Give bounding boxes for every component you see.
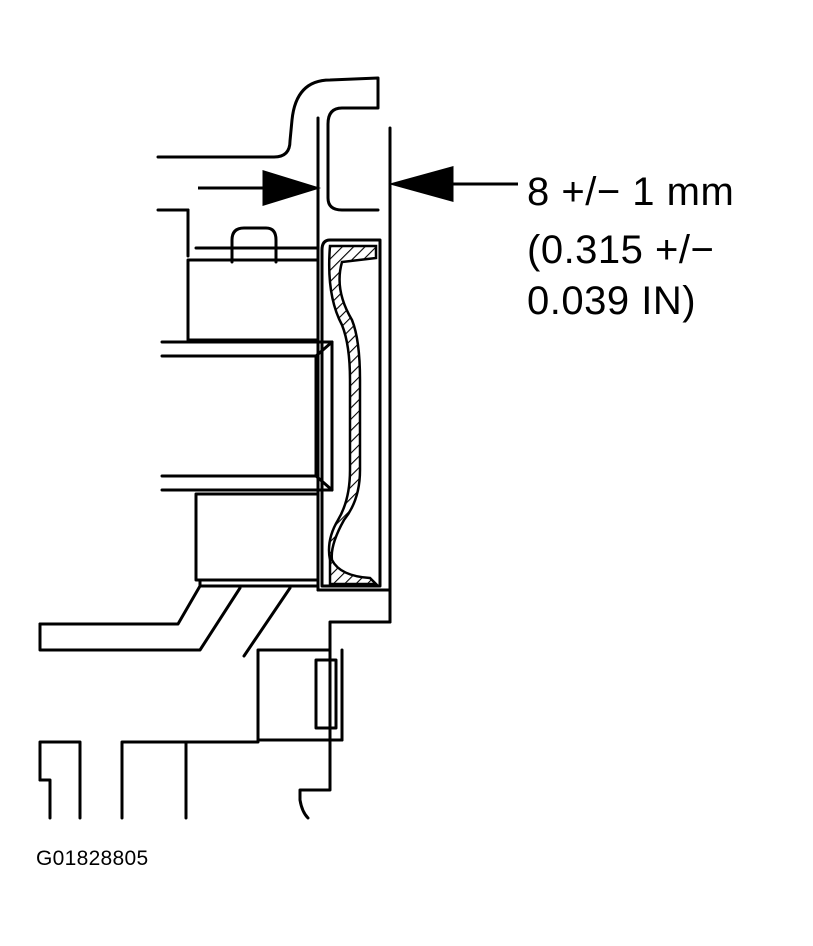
- dimension-label-metric: 8 +/− 1 mm: [527, 170, 735, 214]
- locating-peg: [230, 226, 278, 264]
- bottom-leg-center: [120, 740, 188, 820]
- bottom-leg-inner: [38, 778, 52, 820]
- dimension-arrowhead-right: [388, 166, 454, 202]
- figure-code: G01828805: [36, 847, 149, 870]
- housing-upper-outline: [156, 76, 380, 212]
- ring-band-inner: [160, 354, 318, 478]
- housing-lower-step: [38, 584, 202, 626]
- retaining-slot: [314, 658, 338, 730]
- lower-body-outline: [298, 648, 332, 820]
- bearing-block-lower: [194, 492, 320, 582]
- dimension-label-imperial-1: (0.315 +/−: [527, 228, 715, 272]
- seal-case-outline: [320, 238, 382, 588]
- dimension-label-imperial-2: 0.039 IN): [527, 279, 697, 323]
- housing-lower-step-2: [38, 586, 242, 652]
- housing-lower-flange: [198, 578, 392, 742]
- ring-band-chamfer-top: [314, 340, 334, 358]
- ring-band-chamfer-bottom: [314, 474, 334, 492]
- bottom-leg-left: [38, 740, 82, 820]
- seal-lip-hatched: [327, 244, 380, 586]
- dimension-arrowhead-left: [262, 169, 322, 207]
- housing-diagonal-line: [242, 586, 292, 658]
- bearing-block-upper: [186, 258, 320, 342]
- ring-band-outline: [160, 340, 334, 492]
